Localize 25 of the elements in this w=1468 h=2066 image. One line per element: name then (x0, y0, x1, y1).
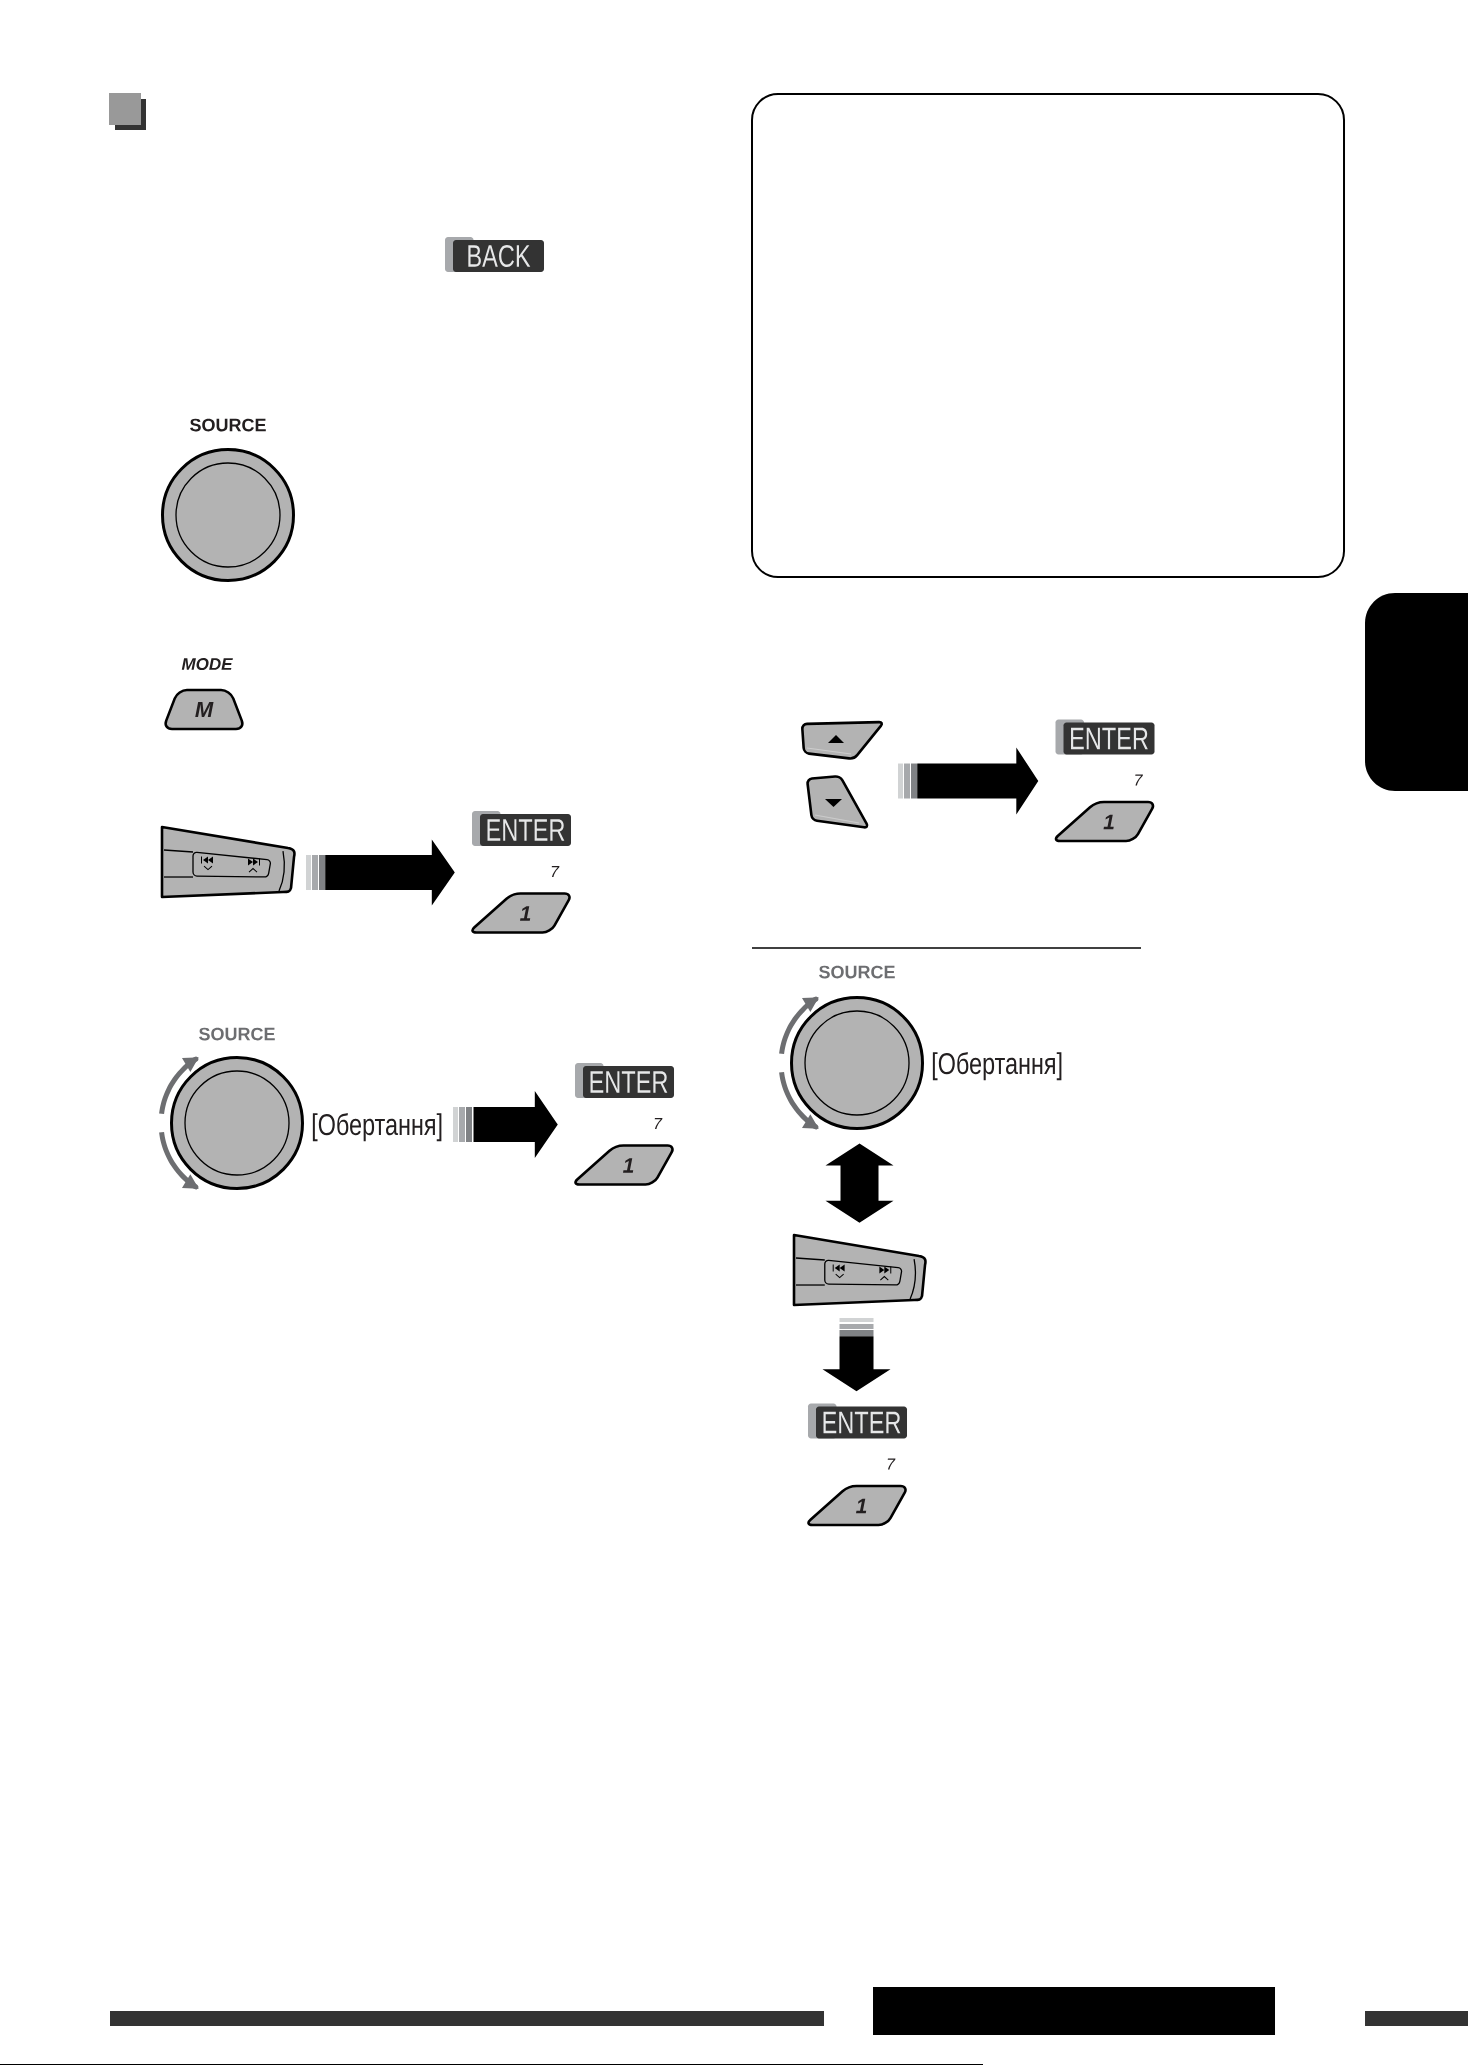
button-label: MODE (181, 658, 233, 671)
label-badge: ENTER (472, 811, 571, 846)
knob-label: SOURCE (819, 965, 895, 979)
label-badge: ENTER (575, 1063, 674, 1098)
key-button: 1 (574, 1144, 674, 1186)
key-number: 7 (551, 866, 560, 877)
key-number: 7 (654, 1118, 663, 1129)
action-label: [Обертання] (312, 1112, 442, 1142)
key-button: 1 (1054, 800, 1155, 843)
arrow-buttons (801, 720, 884, 829)
key-button: M (164, 688, 244, 731)
action-label: [Обертання] (932, 1051, 1062, 1081)
key-button: 1 (471, 892, 571, 934)
rounded-box (751, 93, 1345, 578)
control-panel (792, 1233, 927, 1307)
control-panel (160, 825, 296, 899)
knob-label: SOURCE (199, 1027, 275, 1041)
side-tab (1365, 593, 1468, 791)
key-button: 1 (807, 1484, 907, 1527)
key-number: 7 (887, 1458, 896, 1470)
knob-label: SOURCE (190, 418, 266, 432)
label-badge: ENTER (808, 1403, 907, 1439)
label-badge: ENTER (1055, 719, 1155, 755)
key-number: 7 (1135, 774, 1143, 786)
label-badge: BACK (445, 237, 544, 272)
